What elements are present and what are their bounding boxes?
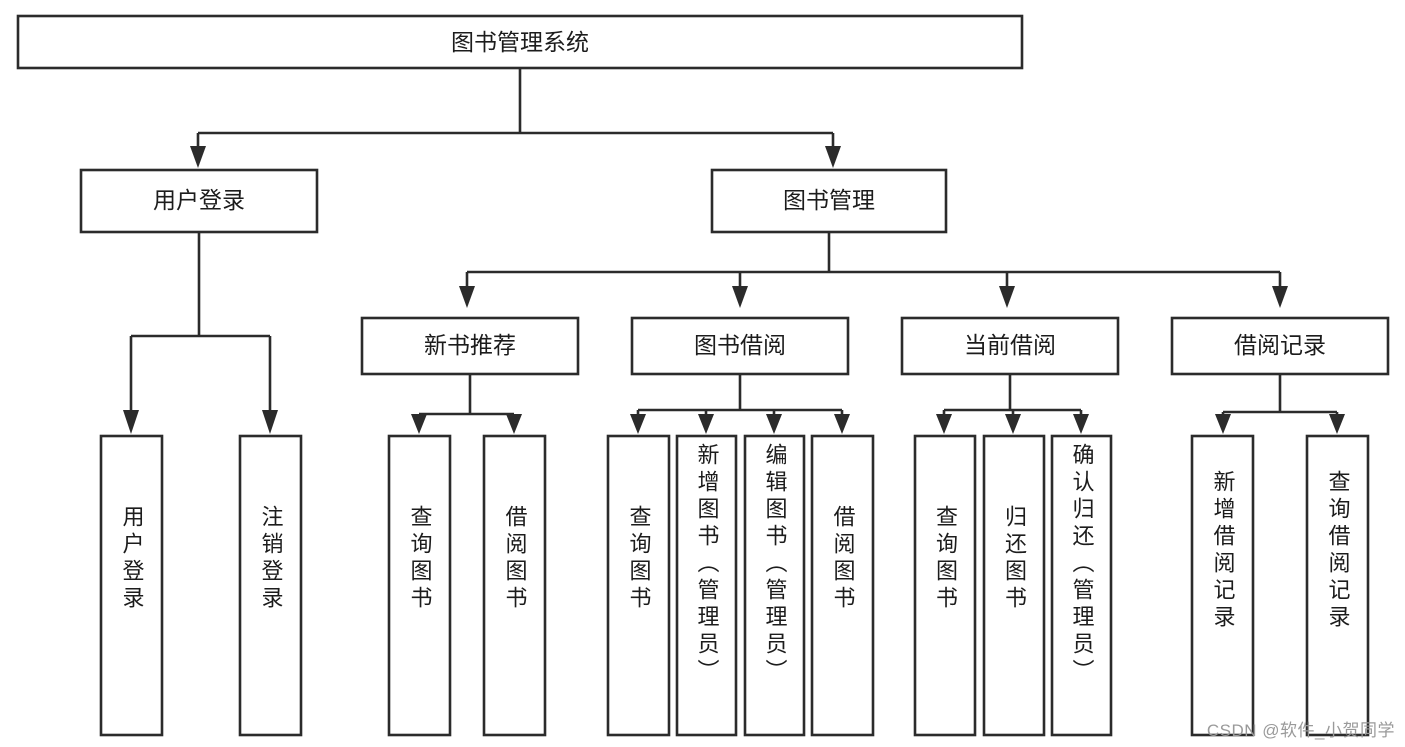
arrowhead-icon [506,414,522,434]
arrowhead-icon [123,410,139,434]
leaf-box-logout[interactable] [238,434,303,737]
connector-current-borrow-to-leaves [936,374,1089,434]
leaf-box-confirm-return-admin[interactable] [1050,434,1113,737]
leaf-box-add-book-admin[interactable] [675,434,738,737]
connector-user-login-to-leaves [123,232,278,434]
arrowhead-icon [999,286,1015,308]
arrowhead-icon [698,414,714,434]
connector-root-to-level2 [190,68,841,168]
arrowhead-icon [1215,414,1231,434]
node-book-management[interactable]: 图书管理 [710,168,948,234]
watermark: CSDN @软件_小贺同学 [1206,721,1395,740]
node-borrow-record-label: 借阅记录 [1234,332,1326,358]
arrowhead-icon [190,146,206,168]
leaf-box-query-book-3[interactable] [913,434,977,737]
leaf-box-query-borrow-record[interactable] [1305,434,1370,737]
arrowhead-icon [732,286,748,308]
node-root[interactable]: 图书管理系统 [16,14,1024,70]
connector-new-book-to-leaves [411,374,522,434]
arrowhead-icon [834,414,850,434]
arrowhead-icon [1073,414,1089,434]
arrowhead-icon [1005,414,1021,434]
connector-book-borrow-to-leaves [630,374,850,434]
node-book-management-label: 图书管理 [783,187,875,213]
leaf-box-query-book-2[interactable] [606,434,671,737]
node-current-borrow[interactable]: 当前借阅 [900,316,1120,376]
connector-level2-to-level3 [459,232,1288,308]
arrowhead-icon [411,414,427,434]
node-book-borrow[interactable]: 图书借阅 [630,316,850,376]
leaf-box-add-borrow-record[interactable] [1190,434,1255,737]
arrowhead-icon [1329,414,1345,434]
arrowhead-icon [630,414,646,434]
connector-borrow-record-to-leaves [1215,374,1345,434]
leaf-box-user-login[interactable] [99,434,164,737]
arrowhead-icon [825,146,841,168]
leaf-box-borrow-book-1[interactable] [482,434,547,737]
leaf-boxes [99,434,1370,737]
node-user-login-label: 用户登录 [153,187,245,213]
arrowhead-icon [262,410,278,434]
node-root-label: 图书管理系统 [451,29,589,55]
arrowhead-icon [936,414,952,434]
node-book-borrow-label: 图书借阅 [694,332,786,358]
node-current-borrow-label: 当前借阅 [964,332,1056,358]
leaf-box-return-book[interactable] [982,434,1046,737]
node-new-book-recommend-label: 新书推荐 [424,332,516,358]
leaf-box-query-book-1[interactable] [387,434,452,737]
arrowhead-icon [766,414,782,434]
leaf-box-edit-book-admin[interactable] [743,434,806,737]
arrowhead-icon [459,286,475,308]
leaf-box-borrow-book-2[interactable] [810,434,875,737]
node-borrow-record[interactable]: 借阅记录 [1170,316,1390,376]
node-new-book-recommend[interactable]: 新书推荐 [360,316,580,376]
node-user-login[interactable]: 用户登录 [79,168,319,234]
arrowhead-icon [1272,286,1288,308]
